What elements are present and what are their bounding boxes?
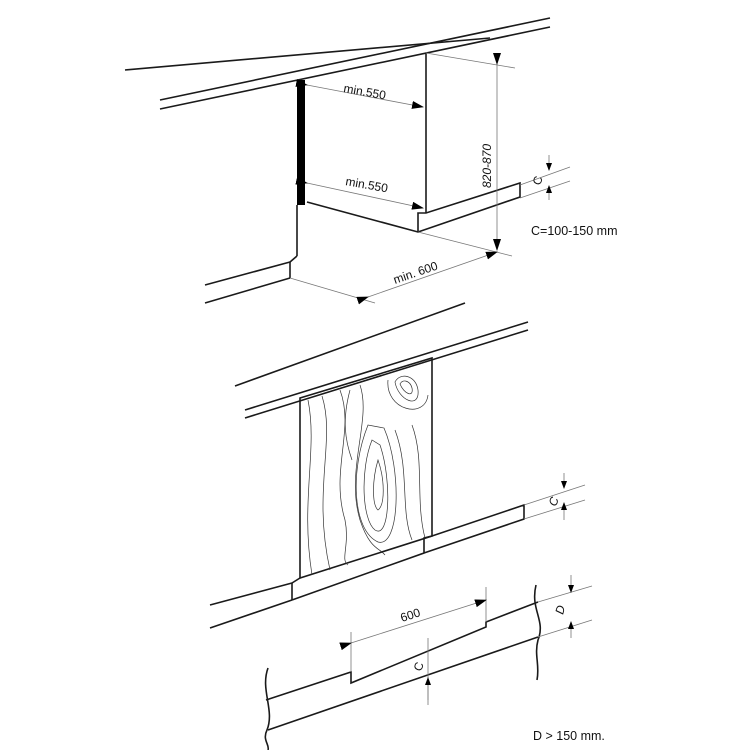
bottom-figure-niche: [209, 302, 542, 750]
top-dimensions: [289, 52, 571, 305]
c-range-note: C=100-150 mm: [531, 224, 618, 238]
depth-d-label: D: [552, 603, 568, 615]
wood-grain: [307, 375, 429, 576]
bottom-dimensions: [339, 473, 593, 705]
side-panel: [297, 80, 305, 205]
bottom-width-label: 600: [399, 605, 423, 625]
recess-c-label: C: [411, 660, 427, 673]
plinth-c-label: C: [530, 174, 546, 187]
d-range-note: D > 150 mm.: [533, 729, 605, 743]
height-label: 820-870: [480, 144, 494, 188]
bottom-plinth-c-label: C: [546, 495, 562, 508]
top-figure-niche: [124, 17, 551, 304]
depth-top-label: min.550: [342, 81, 387, 102]
width-label: min. 600: [391, 259, 439, 287]
